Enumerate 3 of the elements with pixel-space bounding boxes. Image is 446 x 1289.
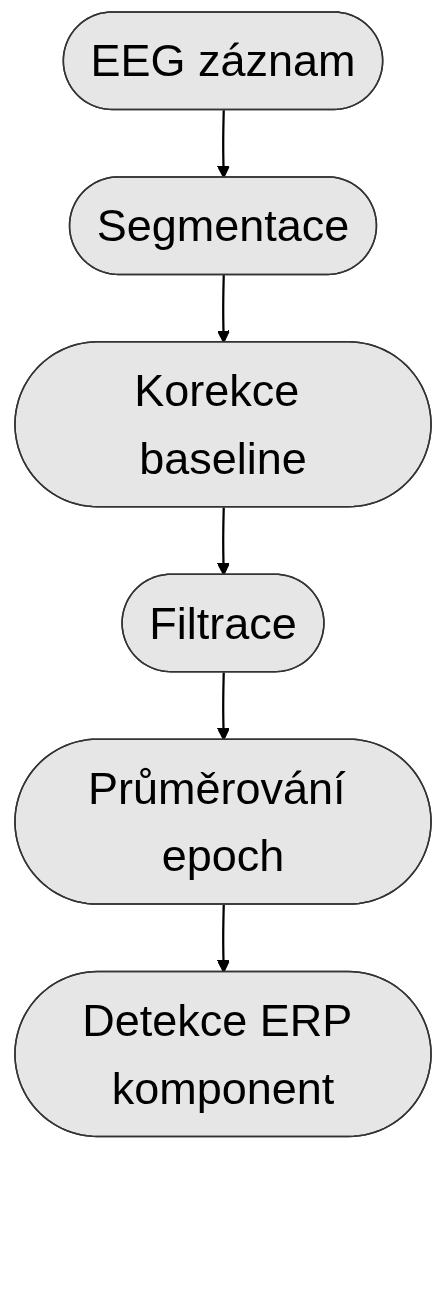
arrow [216,672,231,741]
arrow [216,904,231,973]
arrow [216,507,231,576]
